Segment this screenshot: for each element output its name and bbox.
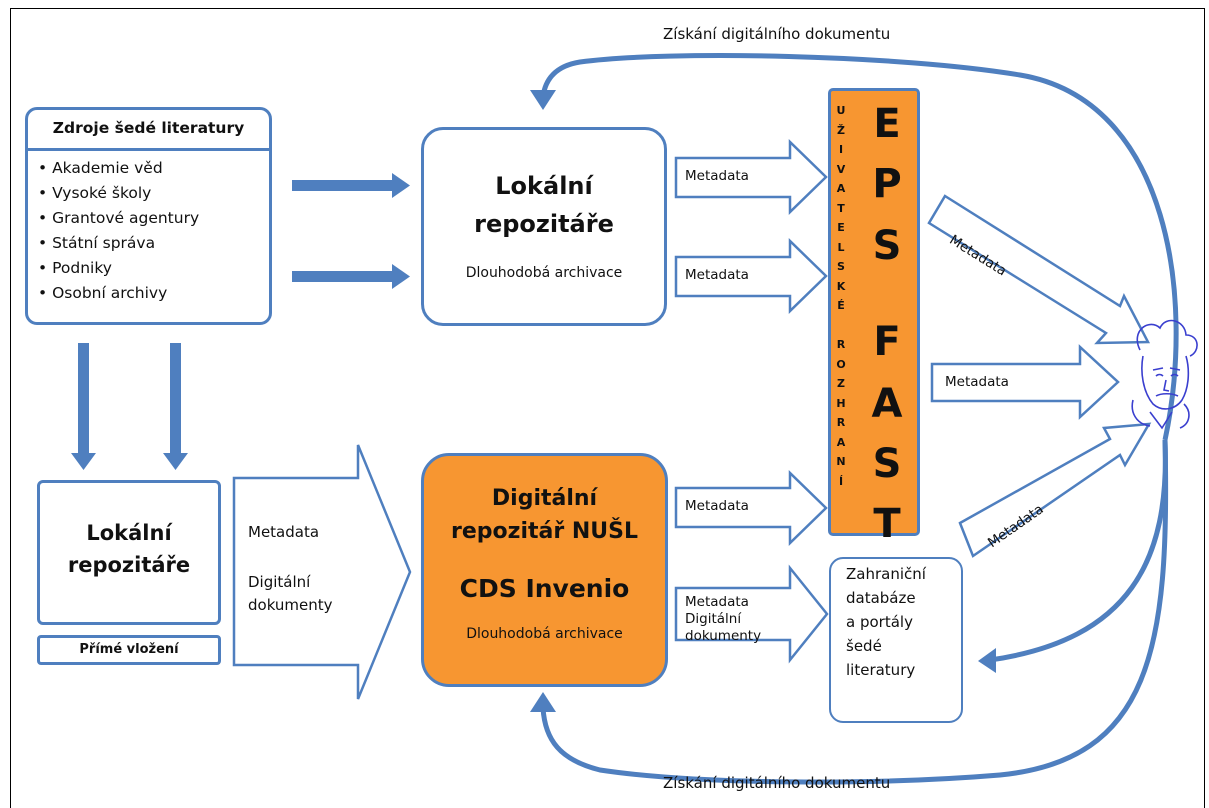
nusl-title-2: repozitář NUŠL	[451, 519, 638, 544]
outline-arrow-out-mid	[930, 344, 1120, 420]
arrow-label-m2: Metadata	[685, 267, 749, 283]
interface-letter: Í	[838, 474, 844, 488]
interface-letter: H	[836, 396, 846, 410]
interface-letter: V	[836, 162, 846, 176]
interface-letter: T	[837, 201, 845, 215]
sources-title: Zdroje šedé literatury	[52, 119, 245, 137]
nusl-subtitle: Dlouhodobá archivace	[466, 626, 623, 642]
eps-letter: E	[873, 101, 901, 147]
curve-arrow-bottom-head	[530, 692, 556, 712]
bottom-arrow-label: Získání digitálního dokumentu	[663, 774, 891, 792]
interface-letter: N	[836, 455, 846, 468]
curve-arrow-bottom	[540, 439, 1169, 785]
foreign-line-5: literatury	[846, 661, 916, 679]
foreign-line-2: databáze	[846, 589, 916, 607]
curve-arrow-top	[540, 53, 1179, 441]
arrow-sources-to-repo-1	[292, 173, 410, 198]
interface-letter: I	[838, 143, 844, 156]
outline-arrow-m3	[674, 470, 828, 546]
arrow-label-out-mid: Metadata	[945, 374, 1009, 390]
arrow-sources-to-repo-2	[292, 264, 410, 289]
sources-list: Akademie věd Vysoké školy Grantové agent…	[38, 156, 199, 306]
interface-letter: K	[836, 279, 846, 293]
curve-arrow-top-head	[530, 90, 556, 110]
top-arrow-label: Získání digitálního dokumentu	[663, 25, 891, 43]
eps-letter: P	[872, 161, 902, 207]
big-arrow-label-digital-2: dokumenty	[248, 596, 333, 614]
source-item: Akademie věd	[38, 156, 199, 181]
interface-letter: A	[836, 435, 846, 449]
outline-arrow-m2	[674, 238, 828, 314]
local-repo-bottom-title-1: Lokální	[86, 521, 172, 545]
nusl-title-1: Digitální	[491, 486, 598, 511]
sources-divider	[28, 148, 269, 151]
diagram-frame	[10, 8, 1205, 808]
interface-letter: U	[836, 104, 846, 117]
foreign-line-1: Zahraniční	[846, 565, 926, 583]
arrow-label-m4-1: Metadata	[685, 594, 749, 610]
direct-insert-box: Přímé vložení	[37, 635, 221, 665]
local-repo-top-title-1: Lokální	[495, 172, 593, 200]
local-repo-bottom-box: Lokální repozitáře	[37, 480, 221, 625]
outline-arrow-out-bottom	[958, 422, 1152, 558]
foreign-databases-box: Zahraniční databáze a portály šedé liter…	[829, 557, 963, 723]
direct-insert-label: Přímé vložení	[79, 642, 179, 657]
foreign-line-4: šedé	[846, 637, 882, 655]
local-repo-bottom-title-2: repozitáře	[67, 553, 191, 577]
arrow-label-m3: Metadata	[685, 498, 749, 514]
interface-letter: E	[837, 221, 845, 234]
big-arrow-to-nusl	[232, 444, 412, 700]
foreign-line-3: a portály	[846, 613, 913, 631]
fast-letter: A	[871, 381, 903, 427]
interface-letter	[833, 316, 849, 336]
source-item: Podniky	[38, 256, 199, 281]
sources-box: Zdroje šedé literatury Akademie věd Vyso…	[25, 107, 272, 325]
interface-letter: L	[837, 240, 845, 254]
interface-letter: Ž	[837, 123, 845, 137]
local-repo-top-subtitle: Dlouhodobá archivace	[465, 265, 623, 281]
user-figure-icon	[1131, 319, 1198, 430]
source-item: Osobní archivy	[38, 281, 199, 306]
fast-letter: S	[872, 441, 902, 487]
interface-letter: S	[837, 260, 845, 273]
arrow-sources-down-1	[71, 343, 96, 470]
fast-letter: F	[873, 319, 901, 365]
arrow-label-m4-3: dokumenty	[685, 628, 762, 644]
source-item: Státní správa	[38, 231, 199, 256]
source-item: Grantové agentury	[38, 206, 199, 231]
big-arrow-label-metadata: Metadata	[248, 523, 320, 541]
nusl-system: CDS Invenio	[459, 574, 630, 603]
outline-arrow-out-top	[927, 194, 1151, 345]
interface-letter: É	[837, 299, 845, 312]
interface-letter: R	[836, 416, 846, 429]
outline-arrow-m1	[674, 139, 828, 215]
nusl-repository-box: Digitální repozitář NUŠL CDS Invenio Dlo…	[421, 453, 668, 687]
fast-letter: T	[873, 501, 901, 547]
eps-letter: S	[872, 223, 902, 269]
interface-letter: R	[836, 338, 846, 351]
interface-letter: Z	[837, 377, 845, 390]
outline-arrow-m4	[674, 564, 829, 664]
local-repo-top-title-2: repozitáře	[474, 210, 614, 238]
interface-letter: O	[836, 357, 846, 371]
interface-letter: A	[836, 182, 846, 195]
source-item: Vysoké školy	[38, 181, 199, 206]
curve-arrow-foreign	[989, 439, 1168, 663]
curve-arrow-foreign-head	[978, 648, 996, 673]
big-arrow-label-digital-1: Digitální	[248, 573, 311, 591]
arrow-sources-down-2	[163, 343, 188, 470]
arrow-label-m1: Metadata	[685, 168, 749, 184]
local-repo-top-box: Lokální repozitáře Dlouhodobá archivace	[421, 127, 667, 326]
arrow-label-m4-2: Digitální	[685, 611, 742, 627]
